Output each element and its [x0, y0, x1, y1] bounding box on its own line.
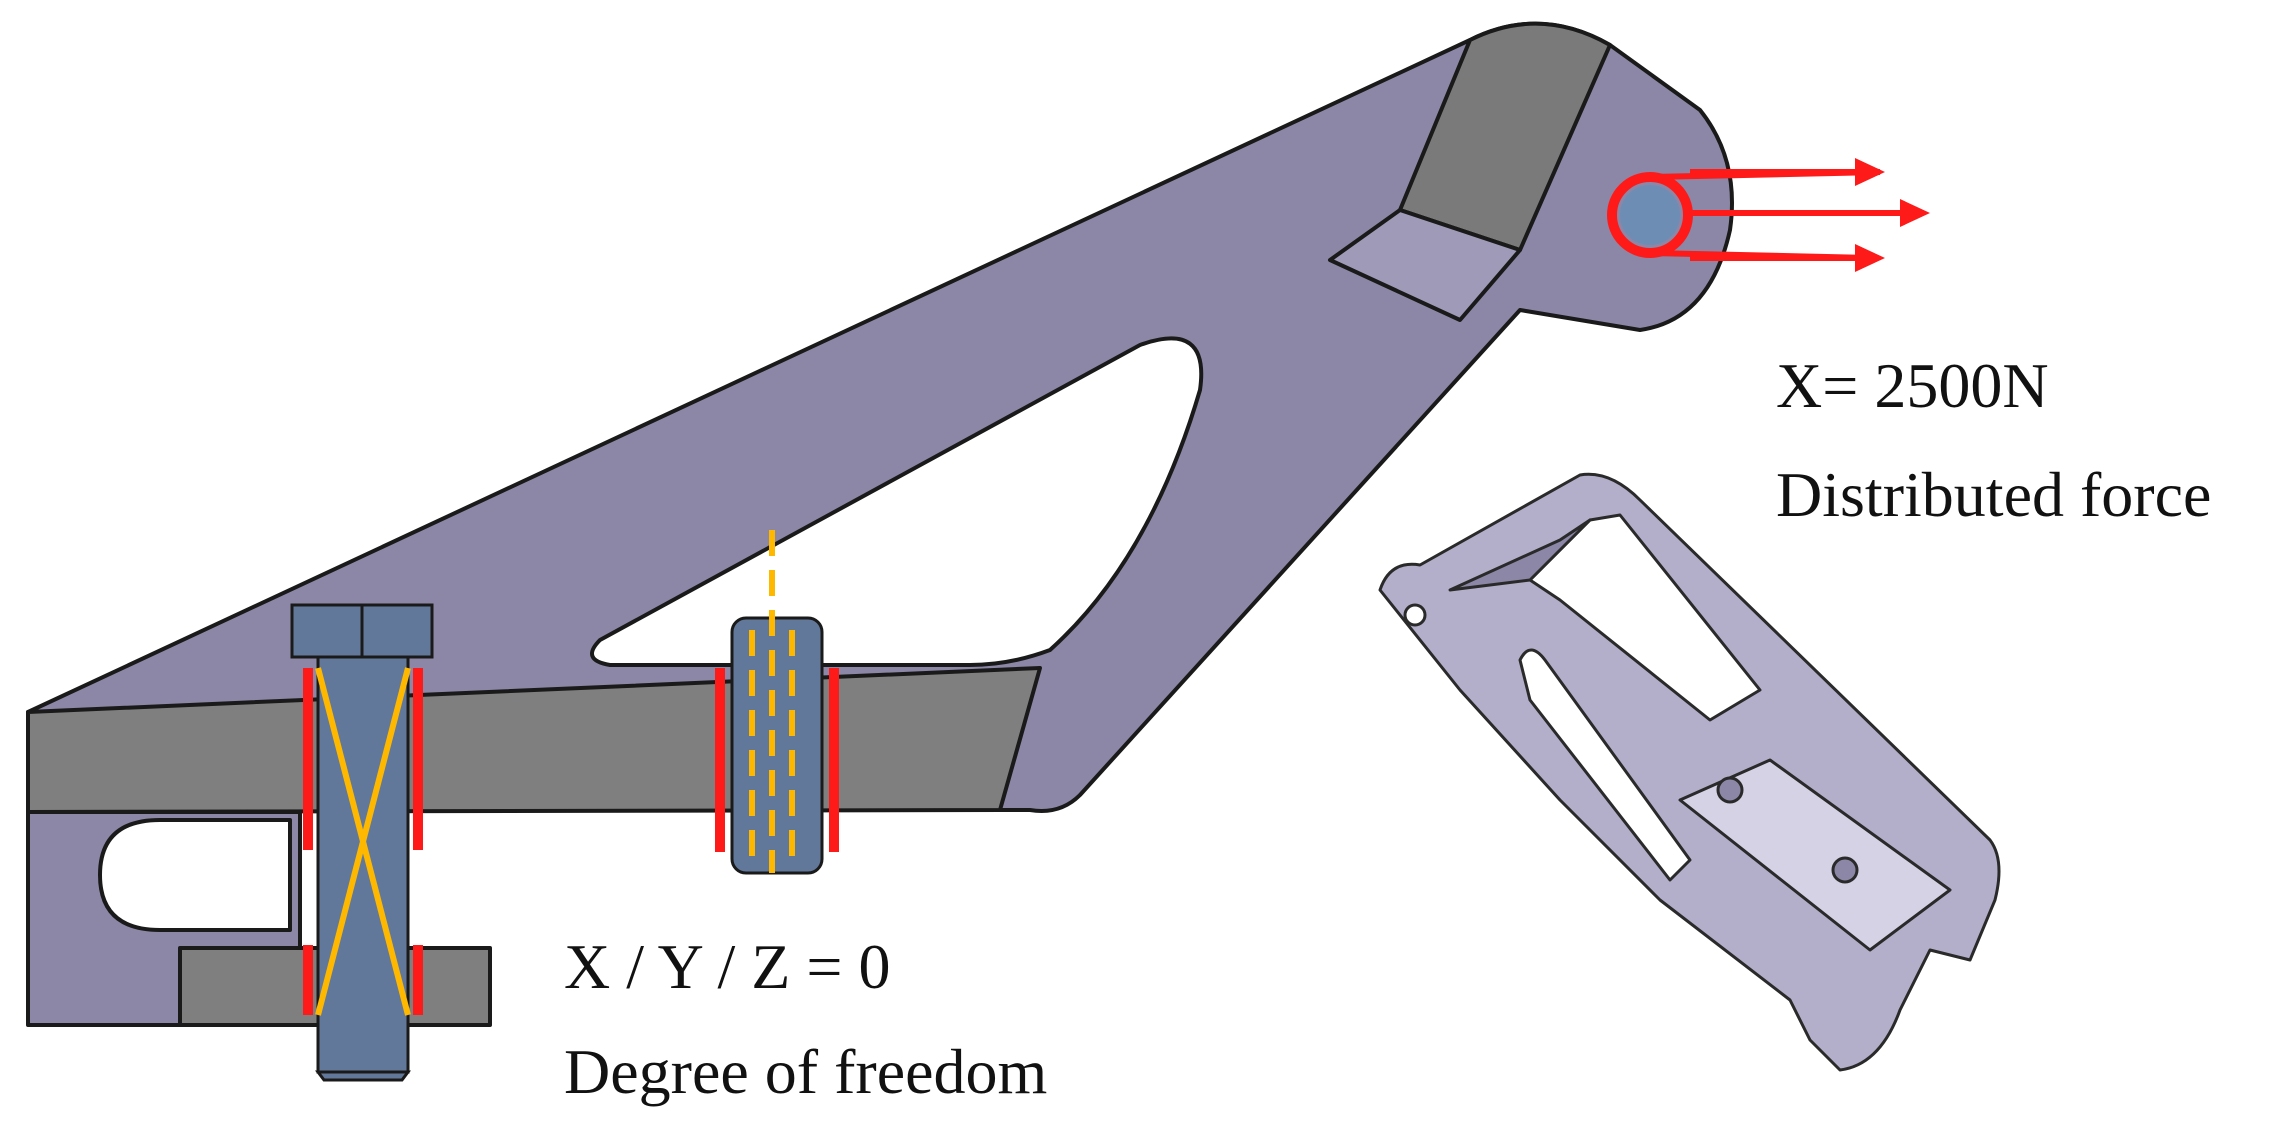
force-arrow-head [1855, 158, 1885, 186]
iso-floor [1678, 758, 1952, 952]
iso-outer [1378, 472, 2001, 1072]
force-arrows [1690, 158, 1930, 272]
pin-axis-lines [749, 530, 795, 873]
force-arrow-head [1900, 199, 1930, 227]
pin [730, 616, 824, 875]
iso-side-window [1518, 648, 1692, 882]
bracket-side-view [26, 21, 1734, 1027]
iso-lug-face [1448, 518, 1592, 592]
iso-floor-hole-2 [1831, 856, 1859, 884]
iso-lug-hole [1403, 603, 1427, 627]
triangle-window [590, 336, 1204, 667]
slot-cutout [98, 818, 292, 932]
pin-constraint-lines [715, 668, 839, 852]
constraint-value-label: X / Y / Z = 0 [564, 931, 891, 1002]
top-lug-face [1398, 21, 1612, 252]
bolt-constraint-lines [303, 668, 423, 1015]
bracket-3d-view [1378, 472, 2001, 1072]
iso-floor-hole-1 [1716, 776, 1744, 804]
force-arrow-head [1855, 244, 1885, 272]
hole-pin [1620, 185, 1680, 245]
force-type-label: Distributed force [1776, 459, 2212, 530]
bolt-axis-cross [315, 667, 411, 1016]
bolt-tip [315, 1070, 411, 1082]
constraint-type-label: Degree of freedom [564, 1036, 1048, 1107]
force-value-label: X= 2500N [1776, 350, 2049, 421]
top-lug-side [1328, 208, 1522, 322]
pin-body [730, 616, 824, 875]
